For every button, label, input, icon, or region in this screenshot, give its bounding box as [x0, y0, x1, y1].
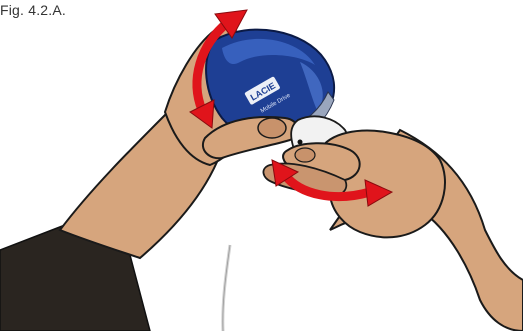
cable [223, 245, 230, 331]
